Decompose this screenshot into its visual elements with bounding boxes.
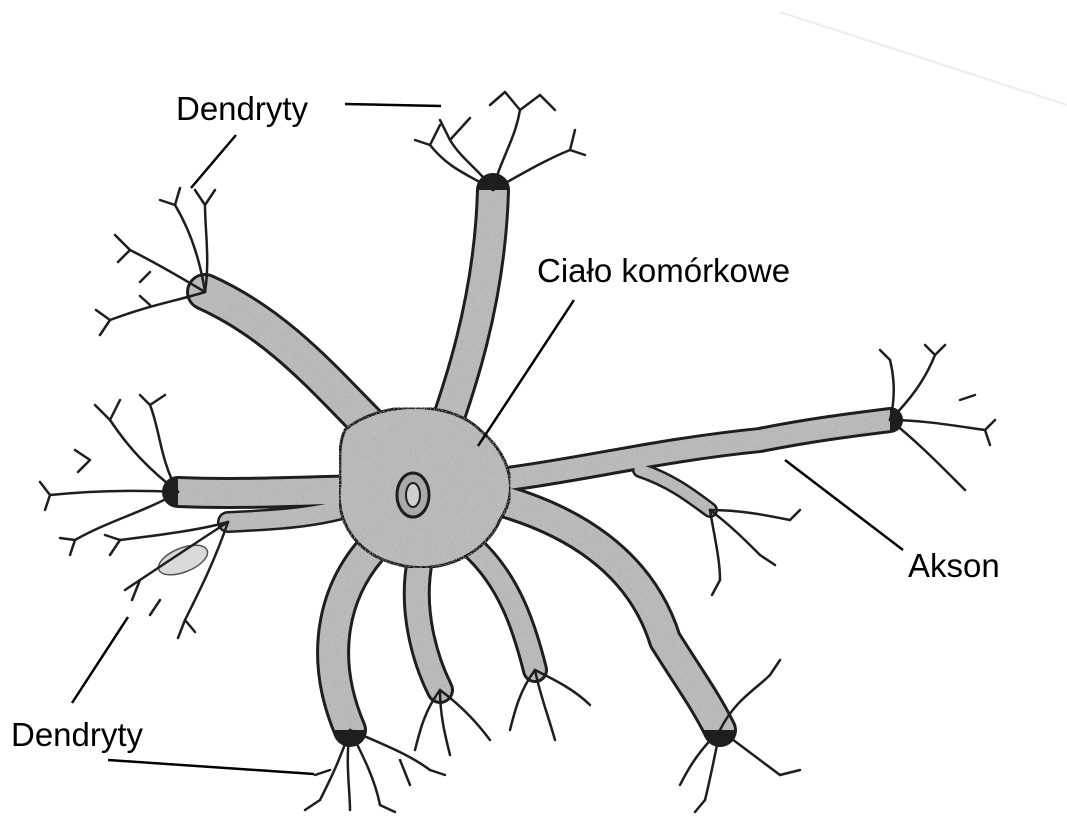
label-dendrites-bottom: Dendryty	[11, 718, 143, 751]
leader-line-top-dendrites-right	[345, 104, 441, 106]
dendrite-tuft-bottom	[305, 730, 445, 812]
label-dendrites-top: Dendryty	[176, 92, 308, 125]
dendrite-tuft-lower-left	[105, 522, 228, 638]
dendrite-tuft-right-mid	[710, 510, 800, 595]
dendrite-tuft-left	[40, 395, 178, 555]
leader-line-bottom-dendrites-up	[72, 617, 128, 703]
leader-line-top-dendrites-left	[191, 135, 236, 188]
paper-edge-line	[780, 12, 1067, 105]
dendrite-branches	[40, 92, 995, 812]
label-axon: Akson	[908, 549, 1000, 582]
nucleus	[397, 473, 429, 517]
leader-line-axon	[785, 460, 903, 550]
dendrite-tuft-upper-left	[96, 188, 215, 335]
leader-line-bottom-dendrites-right	[108, 760, 314, 774]
label-cell-body: Ciało komórkowe	[537, 254, 790, 287]
vacuole	[154, 539, 211, 581]
